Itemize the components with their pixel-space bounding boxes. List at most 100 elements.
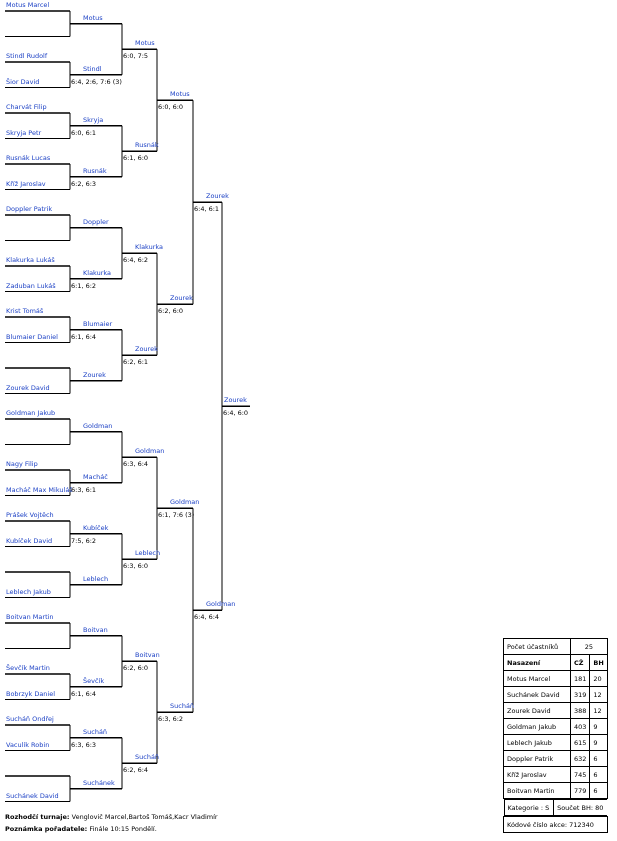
- r2-winner: Klakurka: [135, 243, 164, 252]
- player-name: Boitvan Martin: [6, 613, 54, 621]
- r1-winner: Ševčík: [83, 676, 105, 685]
- seed-cz: 779: [569, 782, 591, 799]
- r2-score: 6:1, 6:0: [123, 154, 149, 163]
- final-winner: Zourek: [224, 396, 247, 405]
- referees-value: Venglovič Marcel,Bartoš Tomáš,Kacr Vladi…: [71, 813, 218, 821]
- player-name: Goldman Jakub: [6, 409, 56, 417]
- r1-winner: Motus: [83, 13, 103, 22]
- r2-winner: Leblech: [135, 549, 161, 558]
- cz-header: CŽ: [569, 654, 591, 671]
- r1-score: 6:1, 6:4: [71, 332, 97, 341]
- note-label: Poznámka pořadatele:: [5, 825, 88, 833]
- participants-count: 25: [570, 638, 608, 655]
- r4-winner: Goldman: [206, 600, 236, 609]
- seed-cz: 388: [569, 702, 591, 719]
- player-name: Skryja Petr: [6, 128, 42, 137]
- r2-score: 6:2, 6:4: [123, 766, 149, 775]
- player-name: Suchánek David: [6, 791, 59, 800]
- tournament-stats-table: Počet účastníků 25 Nasazení CŽ BH Motus …: [503, 638, 608, 833]
- r1-winner: Rusnák: [83, 166, 107, 175]
- r1-score: 6:3, 6:3: [71, 740, 97, 749]
- seed-bh: 20: [589, 670, 608, 687]
- r2-winner: Motus: [135, 39, 155, 48]
- player-name: Stindl Rudolf: [6, 52, 48, 60]
- r1-winner: Stindl: [83, 64, 102, 73]
- player-name: Prášek Vojtěch: [6, 511, 54, 519]
- player-name: Rusnák Lucas: [6, 154, 51, 162]
- player-name: Sucháň Ondřej: [6, 715, 54, 723]
- r1-score: 6:1, 6:4: [71, 689, 97, 698]
- seed-name: Kříž Jaroslav: [503, 766, 571, 783]
- seed-name: Suchánek David: [503, 686, 571, 703]
- player-name: Zourek David: [6, 383, 50, 392]
- category-cell: Kategorie : S: [503, 799, 555, 816]
- event-code-cell: Kódové číslo akce: 712340: [503, 816, 608, 833]
- player-name: Blumaier Daniel: [6, 332, 58, 341]
- r3-winner: Motus: [170, 90, 190, 99]
- player-name: Klakurka Lukáš: [6, 256, 55, 264]
- bh-header: BH: [589, 654, 608, 671]
- seed-bh: 9: [589, 718, 608, 735]
- final-score: 6:4, 6:0: [223, 409, 249, 418]
- seed-cz: 403: [569, 718, 591, 735]
- seed-header: Nasazení: [503, 654, 571, 671]
- r1-score: 6:4, 2:6, 7:6 (3): [71, 77, 122, 86]
- summary-row: Kategorie : S Součet BH: 80: [503, 799, 608, 817]
- r1-winner: Klakurka: [83, 268, 112, 277]
- r2-score: 6:0, 7:5: [123, 52, 149, 61]
- seed-cz: 615: [569, 734, 591, 751]
- player-name: Šior David: [6, 77, 40, 86]
- r1-winner: Leblech: [83, 574, 109, 583]
- player-name: Doppler Patrik: [6, 205, 53, 213]
- player-name: Macháč Max Mikuláš: [6, 485, 73, 494]
- seed-cz: 632: [569, 750, 591, 767]
- player-name: Krist Tomáš: [6, 307, 44, 315]
- r2-score: 6:3, 6:4: [123, 460, 149, 469]
- seed-bh: 6: [589, 782, 608, 799]
- r1-score: 6:2, 6:3: [71, 179, 97, 188]
- referees-label: Rozhodčí turnaje:: [5, 813, 70, 821]
- player-name: Vaculík Robin: [6, 740, 50, 749]
- seed-name: Doppler Patrik: [503, 750, 571, 767]
- r1-winner: Suchánek: [83, 778, 115, 787]
- r1-score: 6:3, 6:1: [71, 485, 97, 494]
- r1-winner: Skryja: [83, 115, 104, 124]
- organizer-note-line: Poznámka pořadatele: Finále 10:15 Ponděl…: [5, 825, 157, 833]
- r1-winner: Doppler: [83, 217, 109, 226]
- player-name: Nagy Filip: [6, 460, 38, 468]
- seed-bh: 12: [589, 686, 608, 703]
- r1-winner: Zourek: [83, 370, 106, 379]
- r2-winner: Goldman: [135, 447, 165, 456]
- player-name: Charvát Filip: [6, 103, 47, 111]
- seed-name: Zourek David: [503, 702, 571, 719]
- player-name: Zaduban Lukáš: [6, 281, 56, 290]
- r3-winner: Sucháň: [170, 702, 195, 711]
- r3-winner: Goldman: [170, 498, 200, 507]
- r2-score: 6:4, 6:2: [123, 256, 149, 265]
- r4-score: 6:4, 6:1: [194, 205, 220, 214]
- player-name: Kubíček David: [6, 536, 53, 545]
- r1-winner: Blumaier: [83, 319, 113, 328]
- r1-score: 7:5, 6:2: [71, 536, 97, 545]
- seed-cz: 319: [569, 686, 591, 703]
- seed-name: Leblech Jakub: [503, 734, 571, 751]
- seed-bh: 6: [589, 766, 608, 783]
- bh-sum-cell: Součet BH: 80: [553, 799, 608, 816]
- seed-bh: 6: [589, 750, 608, 767]
- r2-score: 6:2, 6:0: [123, 664, 149, 673]
- r1-winner: Boitvan: [83, 625, 108, 634]
- referees-line: Rozhodčí turnaje: Venglovič Marcel,Barto…: [5, 813, 218, 821]
- r1-score: 6:0, 6:1: [71, 128, 97, 137]
- seed-bh: 9: [589, 734, 608, 751]
- r2-score: 6:2, 6:1: [123, 358, 149, 367]
- r3-score: 6:1, 7:6 (3): [158, 511, 195, 520]
- player-name: Ševčík Martin: [6, 664, 50, 672]
- r2-winner: Zourek: [135, 345, 158, 354]
